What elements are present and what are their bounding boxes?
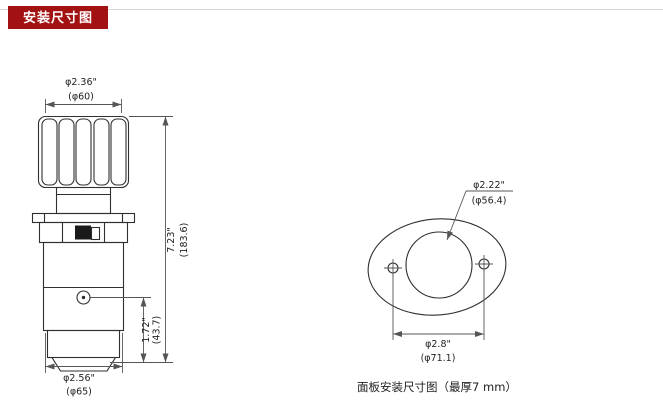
bore-diameter-mm-label: (φ56.4): [472, 196, 507, 207]
cap-rib: [110, 118, 127, 186]
center-bore: [405, 231, 473, 299]
leader-line: [446, 190, 467, 241]
rear-length-inch-label: 1.72": [141, 317, 152, 343]
section-title-badge: 安装尺寸图: [8, 6, 109, 29]
base-diameter-mm-label: (φ65): [66, 387, 92, 398]
header-divider: [0, 9, 663, 10]
lower-shell: [46, 329, 121, 359]
flange-outline: [367, 218, 507, 316]
bottom-taper: [51, 356, 117, 372]
panel-view-caption: 面板安装尺寸图（最厚7 mm）: [357, 380, 517, 394]
hole-span-inch-label: φ2.8": [425, 339, 451, 350]
bore-diameter-inch-label: φ2.22": [473, 180, 505, 191]
key-mark: [75, 225, 91, 240]
key-slot: [90, 226, 101, 241]
neck: [55, 186, 112, 215]
main-body: [42, 241, 125, 332]
connector-side-view: φ2.36" (φ60) 7.23" (183.6) 1.72" (43.7) …: [31, 77, 190, 398]
cap-diameter-inch-label: φ2.36": [65, 77, 97, 88]
cap-rib: [41, 118, 58, 186]
rear-length-mm-label: (43.7): [152, 316, 163, 345]
mounting-plate: [31, 212, 136, 224]
base-diameter-inch-label: φ2.56": [63, 373, 95, 384]
cap-rib: [58, 118, 75, 186]
hole-span-mm-label: (φ71.1): [421, 353, 456, 364]
body-hole-center: [81, 295, 86, 300]
cap-rib: [75, 118, 92, 186]
cap-rib: [93, 118, 110, 186]
cap-outline: [37, 115, 130, 189]
cap-diameter-mm-label: (φ60): [68, 92, 94, 103]
panel-cutout-view: φ2.22" (φ56.4) φ2.8" (φ71.1) 面板安装尺寸图（最厚7…: [357, 180, 517, 394]
total-height-mm-label: (183.6): [179, 223, 190, 258]
total-height-inch-label: 7.23": [166, 227, 177, 253]
